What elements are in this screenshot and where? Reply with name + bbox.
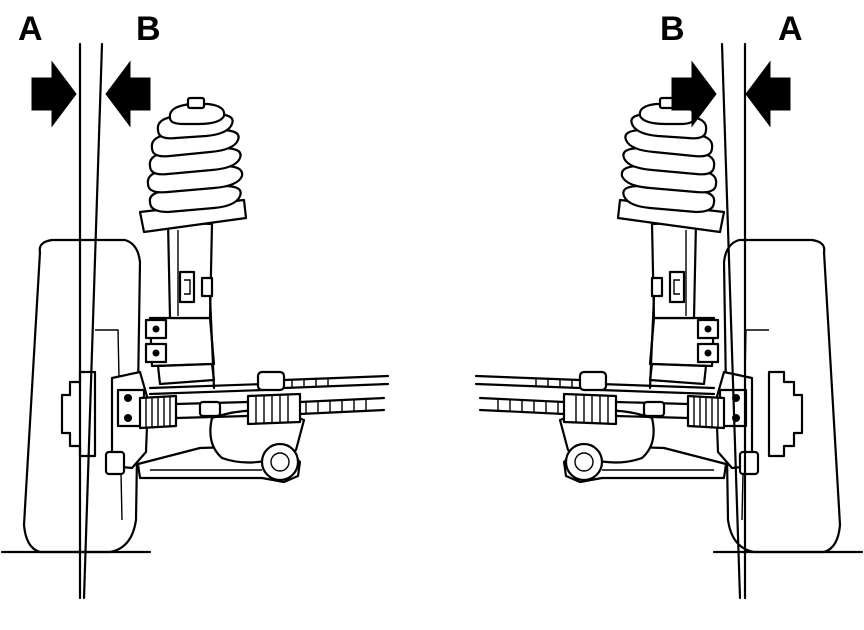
left-line-b [82, 42, 104, 600]
left-arrow-b-icon [105, 60, 151, 128]
right-wheel-assembly [474, 96, 864, 554]
right-arrow-a-icon [745, 60, 791, 128]
label-left-a: A [18, 10, 43, 48]
right-line-b [720, 42, 742, 600]
label-right-b: B [660, 10, 685, 48]
left-arrow-a-icon [31, 60, 77, 128]
label-right-a: A [778, 10, 803, 48]
right-arrow-b-icon [671, 60, 717, 128]
left-wheel-assembly [0, 96, 390, 554]
label-left-b: B [136, 10, 161, 48]
